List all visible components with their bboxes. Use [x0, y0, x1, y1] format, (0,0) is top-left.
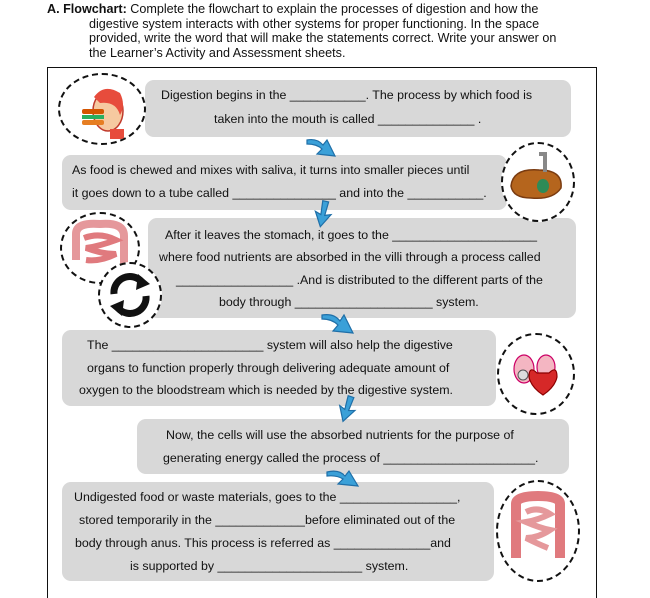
- flowchart-frame: [47, 67, 597, 598]
- heart-lungs-icon: [497, 333, 575, 415]
- flow-arrow-icon: [321, 313, 355, 334]
- box-line: it goes down to a tube called __________…: [72, 186, 487, 200]
- flowchart-box-respiration: Now, the cells will use the absorbed nut…: [137, 419, 569, 474]
- box-line: The ______________________ system will a…: [87, 338, 453, 352]
- instructions-line: digestive system interacts with other sy…: [89, 16, 540, 31]
- flow-arrow-icon: [326, 469, 360, 487]
- flow-arrow-icon: [314, 199, 333, 228]
- eating-person-icon: [58, 73, 146, 145]
- box-line: Undigested food or waste materials, goes…: [74, 490, 461, 504]
- flow-arrow-icon: [306, 138, 337, 157]
- instructions-label: A. Flowchart:: [47, 2, 127, 16]
- box-line: body through ____________________ system…: [219, 295, 479, 309]
- instructions: A. Flowchart: Complete the flowchart to …: [47, 2, 592, 60]
- flowchart-box-esophagus: As food is chewed and mixes with saliva,…: [62, 155, 507, 210]
- flow-arrow-icon: [338, 394, 357, 423]
- box-line: generating energy called the process of …: [163, 451, 539, 465]
- flowchart-box-small-intestine: After it leaves the stomach, it goes to …: [148, 218, 576, 318]
- box-line: As food is chewed and mixes with saliva,…: [72, 163, 470, 177]
- box-line: where food nutrients are absorbed in the…: [159, 250, 541, 264]
- intestine-icon: [60, 212, 140, 284]
- box-line: Now, the cells will use the absorbed nut…: [166, 428, 514, 442]
- box-line: oxygen to the bloodstream which is neede…: [79, 383, 453, 397]
- box-line: is supported by _____________________ sy…: [130, 559, 409, 573]
- cycle-arrows-icon: [98, 262, 162, 328]
- box-line: Digestion begins in the ___________. The…: [161, 88, 533, 102]
- instructions-text: Complete the flowchart to explain the pr…: [130, 2, 539, 16]
- instructions-line: the Learner’s Activity and Assessment sh…: [89, 45, 346, 60]
- liver-stomach-icon: [501, 142, 575, 222]
- large-intestine-icon: [496, 480, 580, 582]
- instructions-first-line: A. Flowchart: Complete the flowchart to …: [47, 2, 592, 17]
- flowchart-box-large-intestine: Undigested food or waste materials, goes…: [62, 482, 494, 581]
- box-line: After it leaves the stomach, it goes to …: [165, 228, 537, 242]
- flowchart-box-mouth: Digestion begins in the ___________. The…: [145, 80, 571, 137]
- box-line: taken into the mouth is called _________…: [214, 112, 482, 126]
- box-line: body through anus. This process is refer…: [75, 536, 451, 550]
- box-line: stored temporarily in the _____________b…: [79, 513, 456, 527]
- box-line: _________________ .And is distributed to…: [176, 273, 543, 287]
- box-line: organs to function properly through deli…: [87, 361, 450, 375]
- flowchart-box-respiratory: The ______________________ system will a…: [62, 330, 496, 406]
- instructions-line: provided, write the word that will make …: [89, 31, 557, 46]
